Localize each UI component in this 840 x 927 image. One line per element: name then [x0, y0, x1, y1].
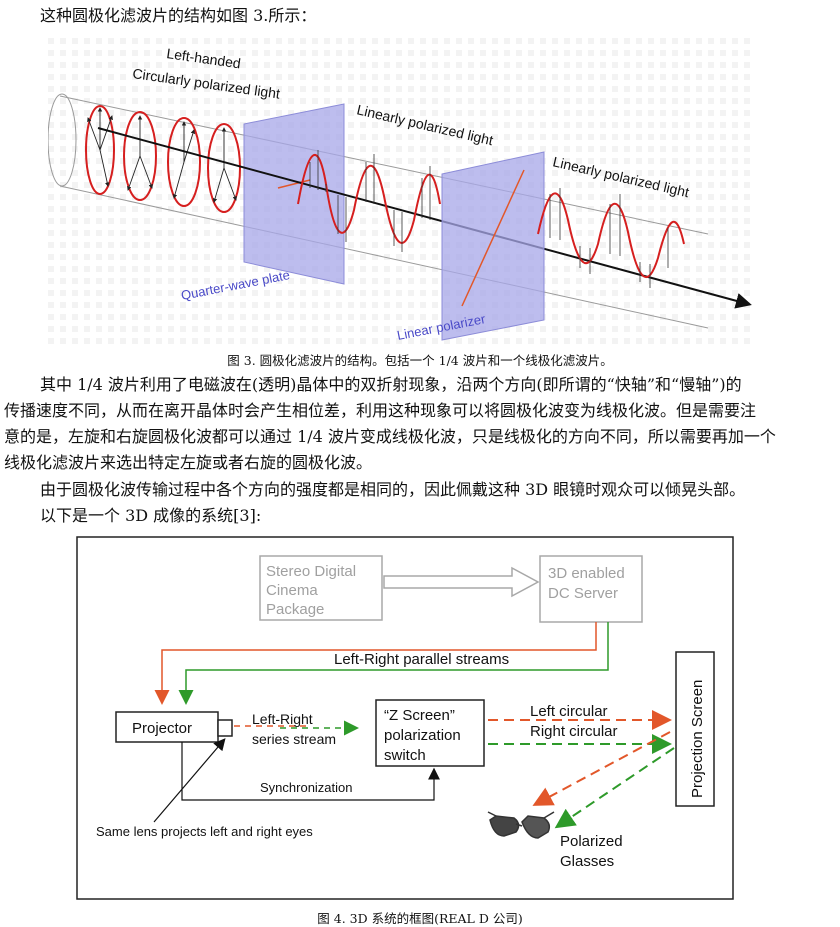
z-screen-box	[375, 699, 485, 767]
beam-cylinder-outline	[48, 93, 709, 329]
figure-4-block-diagram: Stereo Digital Cinema Package 3D enabled…	[76, 536, 734, 900]
sync-line	[181, 742, 440, 801]
stereo-label-3: Package	[266, 601, 324, 618]
paragraph-1-line-1: 其中 1/4 波片利用了电磁波在(透明)晶体中的双折射现象，沿两个方向(即所谓的…	[40, 375, 742, 394]
stereo-package-box	[259, 555, 383, 621]
server-label-2: DC Server	[548, 585, 618, 602]
dc-server-box	[539, 555, 643, 623]
z-screen-label-1: “Z Screen”	[384, 707, 455, 724]
projector-label: Projector	[132, 720, 192, 737]
figure-3-polarizer-diagram: Left-handed Circularly polarized light L…	[48, 38, 756, 350]
green-parallel-stream	[178, 622, 609, 705]
stereo-label-1: Stereo Digital	[266, 563, 356, 580]
right-circular-label: Right circular	[530, 723, 618, 740]
same-lens-label: Same lens projects left and right eyes	[96, 824, 313, 839]
circular-helix	[85, 105, 241, 213]
reflect-green	[554, 747, 675, 829]
same-lens-pointer	[153, 738, 226, 823]
left-circular-label: Left circular	[530, 703, 608, 720]
paragraph-1-line-2: 传播速度不同，从而在离开晶体时会产生相位差，利用这种现象可以将圆极化波变为线极化…	[4, 401, 757, 420]
sync-label: Synchronization	[260, 780, 353, 795]
projection-screen-box	[675, 651, 715, 807]
linear-wave-1	[297, 154, 441, 244]
parallel-label: Left-Right parallel streams	[334, 651, 509, 668]
quarter-wave-plate	[243, 103, 345, 285]
projection-screen-label: Projection Screen	[689, 680, 706, 798]
circular-vectors	[87, 107, 237, 203]
orange-parallel-stream	[154, 622, 597, 705]
z-screen-label-3: switch	[384, 747, 426, 764]
hollow-arrow	[383, 566, 540, 598]
intro-text: 这种圆极化滤波片的结构如图 3.所示：	[40, 6, 317, 25]
series-label-1: Left-Right	[252, 711, 313, 727]
glasses-label-1: Polarized	[560, 833, 623, 850]
server-label-1: 3D enabled	[548, 565, 625, 582]
projector-lens	[217, 719, 233, 737]
linear-wave-1-hatch	[309, 150, 431, 252]
series-label-2: series stream	[252, 731, 336, 747]
z-screen-label-2: polarization	[384, 727, 461, 744]
figure-3-caption: 图 3. 圆极化滤波片的结构。包括一个 1/4 波片和一个线极化滤波片。	[227, 353, 613, 368]
stereo-label-2: Cinema	[266, 582, 318, 599]
paragraph-1-line-3: 意的是，左旋和右旋圆极化波都可以通过 1/4 波片变成线极化波，只是线极化的方向…	[4, 427, 776, 446]
paragraph-1-line-4: 线极化滤波片来选出特定左旋或者右旋的圆极化波。	[4, 453, 373, 472]
figure-4-caption: 图 4. 3D 系统的框图(REAL D 公司)	[317, 911, 523, 926]
paragraph-2: 由于圆极化波传输过程中各个方向的强度都是相同的，因此佩戴这种 3D 眼镜时观众可…	[40, 480, 746, 499]
glasses-label-2: Glasses	[560, 853, 614, 870]
polarized-glasses-icon	[487, 811, 555, 839]
reflect-orange	[532, 731, 671, 806]
paragraph-3: 以下是一个 3D 成像的系统[3]:	[40, 506, 262, 525]
linear-polarizer	[441, 151, 545, 341]
linear-wave-2	[537, 192, 685, 279]
linear-wave-2-hatch	[549, 188, 669, 288]
